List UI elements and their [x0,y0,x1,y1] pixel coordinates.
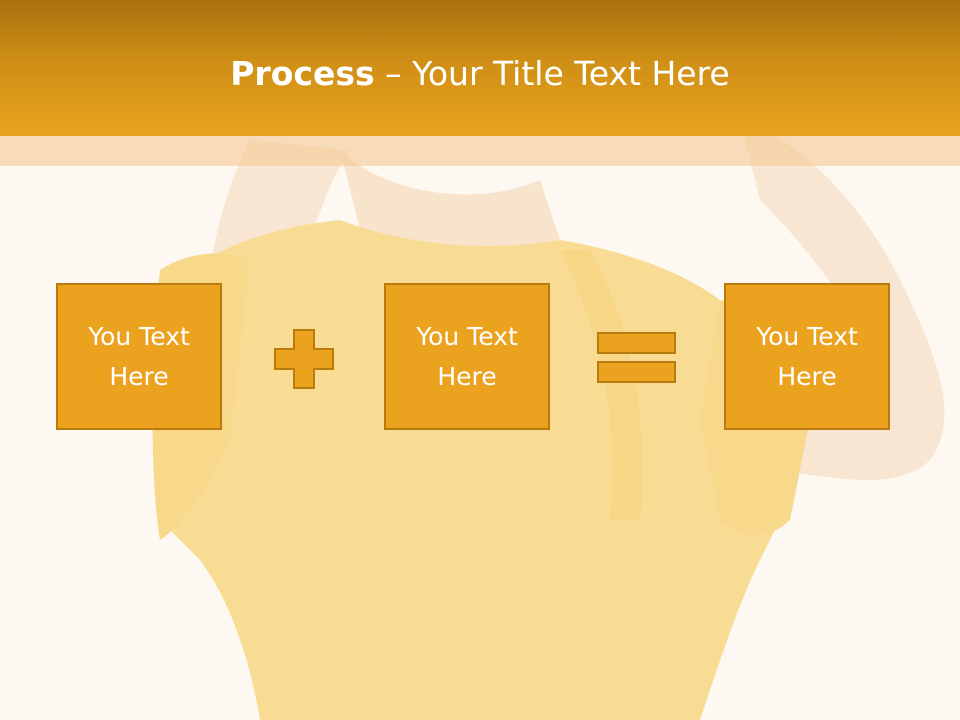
text-box-2[interactable]: You Text Here [384,283,550,430]
title-bold: Process [230,54,375,93]
text-box-1-label: You Text Here [88,321,190,391]
text-box-3-label: You Text Here [756,321,858,391]
text-box-2-label: You Text Here [416,321,518,391]
text-box-1[interactable]: You Text Here [56,283,222,430]
text-box-3[interactable]: You Text Here [724,283,890,430]
header-strip [0,136,960,166]
title-rest: – Your Title Text Here [374,54,730,93]
header-band [0,0,960,136]
equals-icon [597,332,676,383]
plus-icon [274,329,334,389]
slide-title[interactable]: Process – Your Title Text Here [0,50,960,98]
